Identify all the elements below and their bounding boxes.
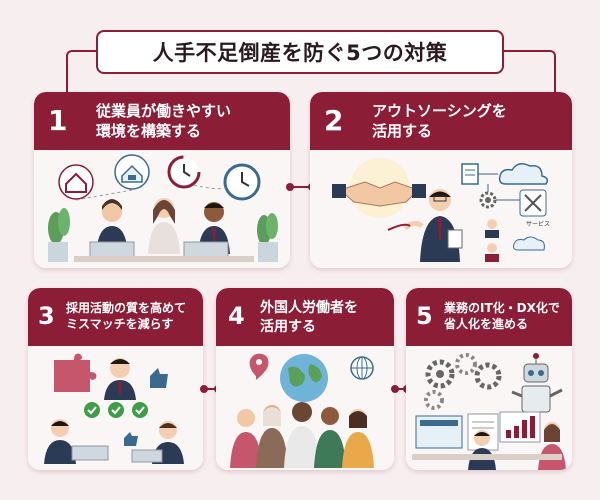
card-2-header — [310, 92, 572, 150]
location-pin-icon — [249, 353, 269, 380]
card-5-title-line1: 業務のIT化・DX化で — [444, 301, 560, 315]
card-5: 5 業務のIT化・DX化で 省人化を進める — [406, 288, 572, 470]
card-3-title: 採用活動の質を高めて ミスマッチを減らす — [66, 300, 186, 332]
card-1-title-line1: 従業員が働きやすい — [96, 102, 232, 120]
cloud-icon — [498, 163, 549, 185]
card-2-title: アウトソーシングを 活用する — [372, 101, 507, 142]
clock-icon — [223, 163, 261, 201]
card-3: 3 採用活動の質を高めて ミスマッチを減らす — [28, 288, 203, 470]
person-interviewer-left — [44, 419, 76, 464]
connector-1-2-dot-a — [286, 183, 294, 191]
checkmark-icon — [84, 402, 148, 418]
card-1-title-line2: 環境を構築する — [96, 122, 202, 141]
card-2: 2 アウトソーシングを 活用する — [310, 92, 572, 268]
chart-icon — [499, 411, 541, 443]
card-2-illustration: サービス — [310, 150, 572, 268]
card-4-title-line1: 外国人労働者を — [260, 300, 358, 316]
card-5-illustration — [406, 346, 572, 470]
card-4: 4 外国人労働者を 活用する — [216, 288, 394, 470]
plant-right — [257, 213, 278, 262]
connector-3-4-dot-a — [200, 385, 208, 393]
card-4-number: 4 — [228, 302, 245, 330]
gear-icon — [479, 191, 497, 209]
document-icon — [461, 163, 479, 185]
puzzle-icon — [54, 353, 97, 392]
card-1-title: 従業員が働きやすい 環境を構築する — [96, 101, 231, 142]
connector-1-2-line — [292, 186, 312, 188]
globe-icon-small — [350, 356, 374, 380]
card-5-number: 5 — [416, 302, 433, 330]
connector-4-5-line — [397, 388, 407, 390]
connector-4-5-dot-a — [391, 385, 399, 393]
gear-cluster-icon — [424, 353, 502, 410]
people-group — [230, 402, 374, 468]
card-2-title-line1: アウトソーシングを — [372, 102, 507, 120]
card-3-header — [28, 288, 203, 346]
frame-line-right — [504, 50, 556, 100]
user-icon-b — [485, 243, 499, 262]
clock-cycle-icon — [167, 155, 201, 189]
page-title-text: 人手不足倒産を防ぐ5つの対策 — [152, 41, 448, 65]
card-1: 1 従業員が働きやすい 環境を構築する — [34, 92, 290, 268]
plant-left — [48, 208, 70, 262]
card-1-illustration — [34, 150, 290, 268]
tools-icon — [519, 189, 547, 217]
card-1-header — [34, 92, 290, 150]
card-5-header — [406, 288, 572, 346]
home-office-icon — [114, 154, 150, 190]
card-4-header — [216, 288, 394, 346]
card-4-illustration — [216, 346, 394, 470]
card-5-title-line2: 省人化を進める — [444, 317, 529, 332]
page-title: 人手不足倒産を防ぐ5つの対策 — [96, 30, 504, 74]
card-4-title-line2: 活用する — [260, 318, 316, 335]
card-2-title-line2: 活用する — [372, 122, 433, 141]
house-icon — [58, 164, 94, 200]
laptop-icon — [71, 445, 109, 461]
card-1-number: 1 — [48, 104, 68, 137]
robot-icon — [511, 353, 563, 413]
card-3-number: 3 — [38, 302, 55, 330]
cloud-icon-small — [513, 236, 545, 251]
person-businessman — [403, 189, 463, 262]
person-businessman-top — [104, 358, 136, 400]
handshake-icon — [332, 181, 426, 207]
card-4-title: 外国人労働者を 活用する — [260, 299, 358, 337]
card-3-illustration — [28, 346, 203, 470]
thumbs-up-icon-2 — [124, 432, 138, 446]
user-icon-a — [485, 219, 499, 238]
card-2-number: 2 — [324, 104, 344, 137]
frame-line-left — [66, 50, 98, 100]
card-3-title-line1: 採用活動の質を高めて — [66, 301, 187, 315]
connector-3-4-line — [206, 388, 218, 390]
card-5-title: 業務のIT化・DX化で 省人化を進める — [444, 300, 560, 332]
globe-icon — [280, 354, 328, 402]
thumbs-up-icon — [150, 368, 168, 388]
service-label: サービス — [526, 220, 550, 228]
card-3-title-line2: ミスマッチを減らす — [66, 317, 174, 332]
person-woman-center — [148, 198, 180, 254]
